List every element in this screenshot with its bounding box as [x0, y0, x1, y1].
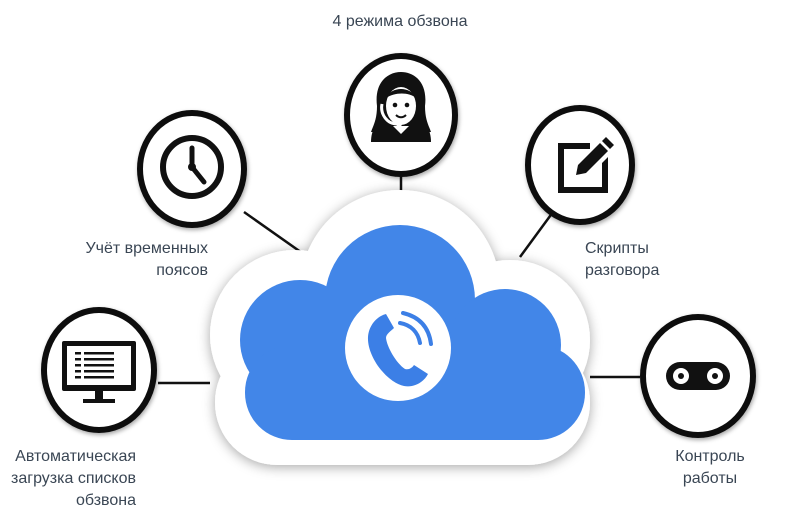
label-timezones: Учёт временных поясов	[58, 238, 208, 282]
label-timezones-line-2: поясов	[156, 262, 208, 279]
label-scripts-line-2: разговора	[585, 262, 660, 279]
phone-badge	[345, 295, 451, 401]
label-autoload-line-3: обзвона	[76, 492, 136, 509]
label-modes: 4 режима обзвона	[300, 11, 500, 33]
clock-icon	[160, 135, 224, 199]
connector-timezones	[243, 210, 306, 257]
connector-scripts	[518, 211, 555, 258]
edit-document-icon	[558, 137, 614, 193]
label-autoload-line-2: загрузка списков	[11, 470, 136, 487]
label-control-line-2: работы	[682, 470, 738, 487]
label-scripts: Скрипты разговора	[585, 238, 735, 282]
label-timezones-line-1: Учёт временных	[85, 240, 208, 257]
center-cloud	[210, 190, 590, 465]
label-autoload-line-1: Автоматическая	[15, 448, 136, 465]
label-modes-line-1: 4 режима обзвона	[332, 13, 468, 30]
label-scripts-line-1: Скрипты	[585, 240, 649, 257]
voicemail-icon	[666, 362, 730, 390]
label-control: Контроль работы	[655, 446, 765, 490]
headset-operator-icon	[371, 72, 431, 142]
label-autoload: Автоматическая загрузка списков обзвона	[0, 446, 136, 512]
phone-call-icon	[367, 311, 433, 387]
label-control-line-1: Контроль	[675, 448, 745, 465]
monitor-list-icon	[62, 341, 136, 403]
